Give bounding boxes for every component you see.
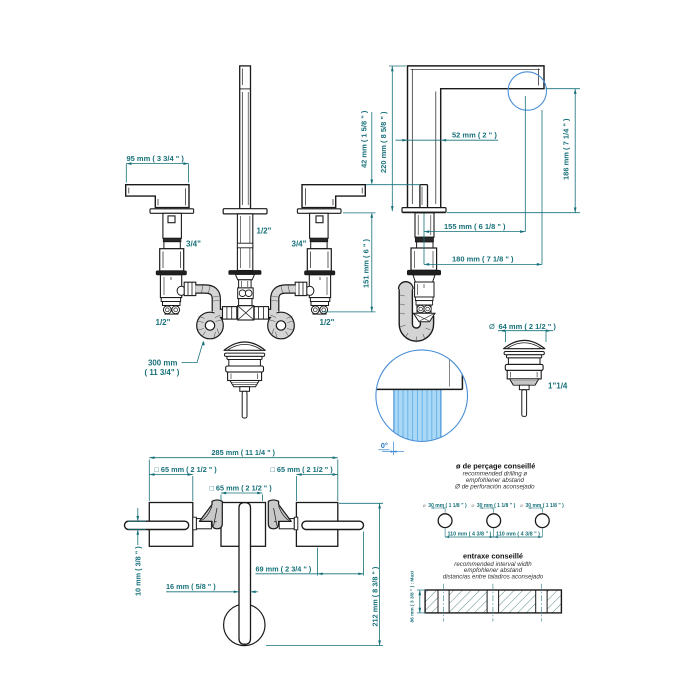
svg-text:300 mm: 300 mm	[148, 359, 177, 368]
svg-text:220 mm ( 8 5/8 " ): 220 mm ( 8 5/8 " )	[379, 111, 388, 173]
svg-text:95 mm ( 3 3/4 " ): 95 mm ( 3 3/4 " )	[127, 154, 185, 163]
svg-text:30 mm ( 1 1/8 ” ): 30 mm ( 1 1/8 ” )	[477, 503, 516, 509]
svg-text:distancias entre taladros acon: distancias entre taladros aconsejado	[443, 574, 544, 581]
svg-text:□ 65 mm ( 2 1/2 " ): □ 65 mm ( 2 1/2 " )	[271, 465, 334, 474]
svg-text:86 mm ( 3 3/8 " ) : Maxi: 86 mm ( 3 3/8 " ) : Maxi	[410, 571, 416, 623]
svg-text:entraxe conseillé: entraxe conseillé	[463, 552, 523, 561]
svg-text:30 mm ( 1 1/8 ” ): 30 mm ( 1 1/8 ” )	[526, 503, 565, 509]
svg-text:3/4": 3/4"	[292, 239, 307, 248]
svg-text:□ 65 mm ( 2 1/2 " ): □ 65 mm ( 2 1/2 " )	[155, 465, 218, 474]
svg-text:empfohlener abstand: empfohlener abstand	[466, 477, 525, 484]
svg-text:⌀: ⌀	[423, 503, 426, 509]
svg-text:186 mm ( 7 1/4 " ): 186 mm ( 7 1/4 " )	[562, 118, 571, 180]
svg-text:0°: 0°	[381, 441, 388, 450]
svg-text:30 mm ( 1 1/8 ” ): 30 mm ( 1 1/8 ” )	[428, 503, 467, 509]
svg-text:110 mm ( 4 3/8 " ): 110 mm ( 4 3/8 " )	[496, 532, 540, 538]
svg-text:16 mm ( 5/8 " ): 16 mm ( 5/8 " )	[166, 582, 216, 591]
svg-text:empfohlener abstand: empfohlener abstand	[464, 567, 523, 574]
svg-text:110 mm ( 4 3/8 " ): 110 mm ( 4 3/8 " )	[447, 532, 491, 538]
svg-text:155 mm ( 6 1/8 " ): 155 mm ( 6 1/8 " )	[444, 222, 506, 231]
svg-text:285 mm ( 11 1/4 " ): 285 mm ( 11 1/4 " )	[212, 448, 276, 457]
svg-text:1/2": 1/2"	[320, 318, 335, 327]
svg-text:Ø: Ø	[489, 322, 495, 331]
svg-text:151 mm ( 6 " ): 151 mm ( 6 " )	[361, 239, 370, 288]
svg-text:1/2": 1/2"	[257, 226, 272, 235]
svg-text:42 mm ( 1 5/8 " ): 42 mm ( 1 5/8 " )	[360, 110, 369, 168]
svg-text:ø de perçage conseillé: ø de perçage conseillé	[456, 461, 535, 470]
svg-text:52 mm ( 2 " ): 52 mm ( 2 " )	[452, 130, 497, 139]
svg-text:64 mm ( 2 1/2 " ): 64 mm ( 2 1/2 " )	[499, 322, 557, 331]
svg-text:180 mm ( 7 1/8 " ): 180 mm ( 7 1/8 " )	[452, 255, 514, 264]
svg-text:10 mm ( 3/8 " ): 10 mm ( 3/8 " )	[133, 546, 142, 596]
svg-text:212 mm ( 8 3/8 " ): 212 mm ( 8 3/8 " )	[371, 566, 380, 626]
svg-text:1/2": 1/2"	[156, 318, 171, 327]
svg-text:⌀: ⌀	[471, 503, 474, 509]
svg-text:recommended interval width: recommended interval width	[454, 561, 532, 568]
svg-text:□ 65 mm ( 2 1/2 " ): □ 65 mm ( 2 1/2 " )	[210, 484, 273, 493]
svg-text:( 11 3/4" ): ( 11 3/4" )	[145, 368, 180, 377]
svg-text:1"1/4: 1"1/4	[548, 381, 568, 390]
svg-text:⌀: ⌀	[520, 503, 523, 509]
svg-text:3/4": 3/4"	[186, 239, 201, 248]
svg-text:recommended drilling ø: recommended drilling ø	[463, 470, 528, 477]
svg-text:Ø de perforación aconsejado: Ø de perforación aconsejado	[454, 484, 535, 491]
svg-text:69 mm ( 2 3/4 " ): 69 mm ( 2 3/4 " )	[256, 564, 312, 573]
